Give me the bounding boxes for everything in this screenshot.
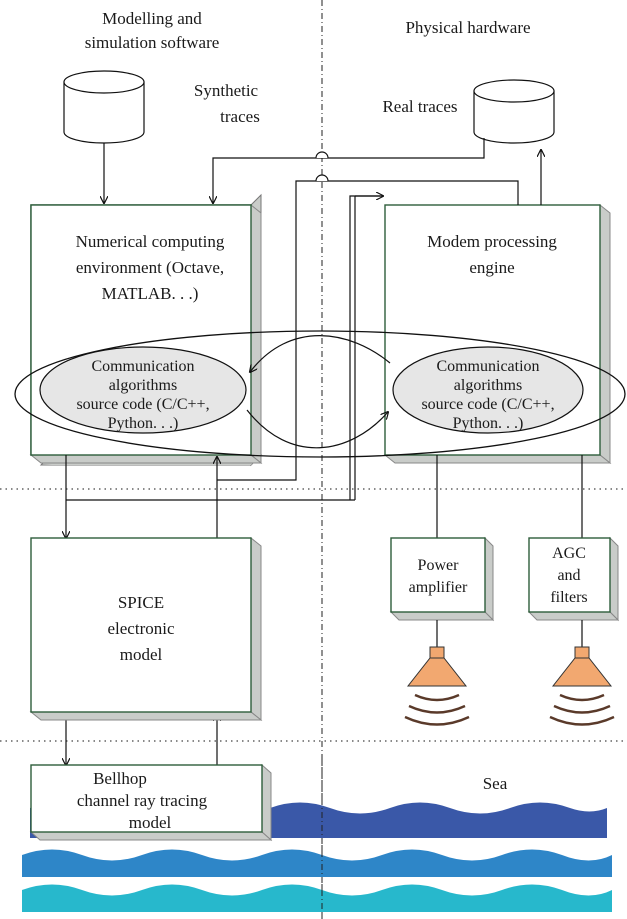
agc-box-line3: filters	[550, 589, 587, 606]
header-left-line1: Modelling and	[102, 9, 202, 28]
comm-right-line2: algorithms	[454, 377, 522, 394]
modem-box-line1: Modem processing	[427, 232, 557, 251]
spice-box-shadow-right	[250, 536, 262, 722]
comm-left-line2: algorithms	[109, 377, 177, 394]
comm-right-line4: Python. . .)	[453, 415, 524, 432]
agc-box-shadow-bottom	[527, 611, 620, 621]
comm-left-line4: Python. . .)	[108, 415, 179, 432]
real-traces-database-icon	[473, 79, 555, 144]
agc-box-line1: AGC	[552, 545, 586, 562]
bellhop-box-face	[30, 764, 263, 833]
comm-left-line1: Communication	[91, 358, 194, 375]
synthetic-traces-label-line1: Synthetic	[194, 81, 259, 100]
spice-box-line2: electronic	[107, 619, 174, 638]
comm-left-ellipse	[39, 346, 247, 434]
sea-wave-mid	[22, 849, 612, 877]
synthetic-traces-database-icon	[63, 70, 145, 144]
bellhop-box-shadow-bottom	[29, 831, 273, 841]
power-amplifier-box	[390, 537, 486, 613]
numerical-box-line3: MATLAB. . .)	[102, 284, 199, 303]
spice-box-line3: model	[120, 645, 163, 664]
synthetic-traces-label-line2: traces	[220, 107, 260, 126]
spice-box-line1: SPICE	[118, 593, 164, 612]
power-box-line2: amplifier	[409, 579, 468, 596]
code-sharing-ellipse	[14, 330, 626, 458]
real-traces-label: Real traces	[382, 97, 457, 116]
sea-label: Sea	[483, 774, 508, 793]
modem-box-shadow-bottom	[383, 454, 612, 464]
connector-lines	[66, 138, 583, 765]
numerical-box-line1: Numerical computing	[76, 232, 225, 251]
numerical-box-line2: environment (Octave,	[76, 258, 224, 277]
header-right: Physical hardware	[405, 18, 530, 37]
agc-filters-box	[528, 537, 611, 613]
agc-box-shadow-right	[609, 536, 619, 622]
exchange-arrow-to-left	[250, 335, 391, 372]
comm-right-line1: Communication	[436, 358, 539, 375]
bellhop-box-line3: model	[129, 813, 172, 832]
bellhop-box-line2: channel ray tracing	[77, 791, 208, 810]
bellhop-box-shadow-right	[261, 763, 272, 842]
spice-box-shadow-bottom	[29, 711, 263, 721]
modem-box-shadow-right	[599, 203, 611, 465]
spice-box-face	[30, 537, 252, 713]
bellhop-box-line1: Bellhop	[93, 769, 147, 788]
power-box-shadow-right	[484, 536, 494, 622]
comm-right-line3: source code (C/C++,	[421, 396, 554, 413]
agc-box-line2: and	[557, 567, 580, 584]
sea-wave-light	[22, 884, 612, 912]
crossing-hop-1	[315, 151, 329, 159]
modem-box-line2: engine	[469, 258, 514, 277]
comm-left-line3: source code (C/C++,	[76, 396, 209, 413]
receiver-speaker-icon	[549, 620, 615, 726]
comm-right-ellipse	[392, 346, 584, 434]
power-box-line1: Power	[418, 557, 460, 574]
transmitter-speaker-icon	[404, 620, 470, 726]
crossing-hop-2	[315, 174, 329, 182]
power-box-shadow-bottom	[389, 611, 495, 621]
header-left-line2: simulation software	[85, 33, 220, 52]
exchange-arrow-to-right	[246, 409, 388, 449]
